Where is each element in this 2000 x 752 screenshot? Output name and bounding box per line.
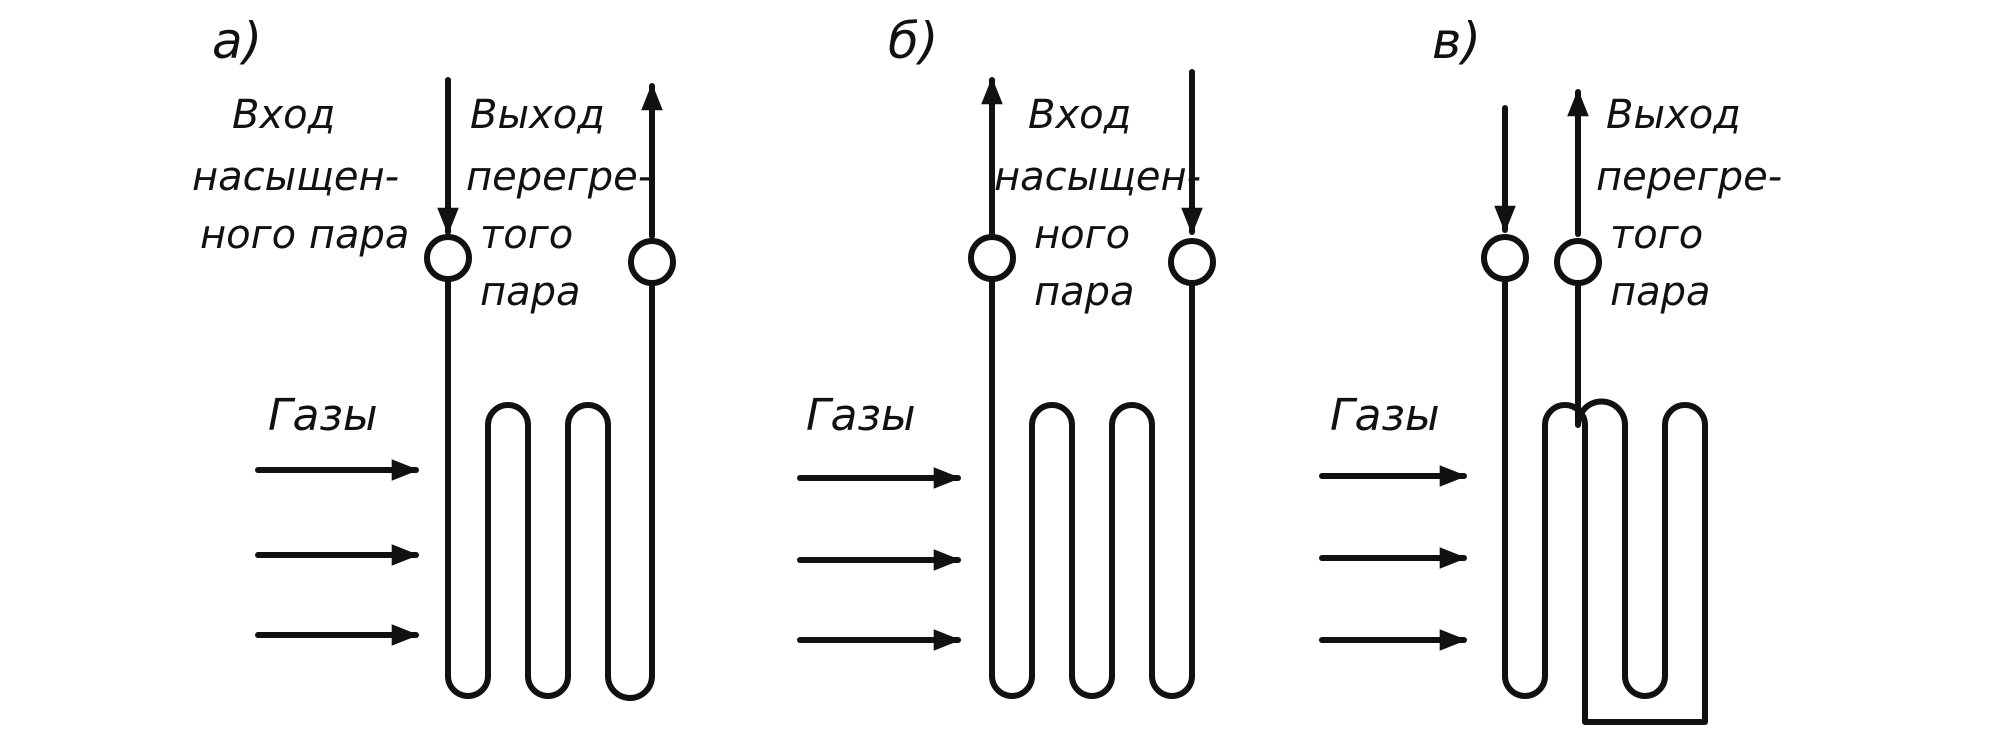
panel-v-outlet-coil <box>1575 282 1708 725</box>
panel-v: в) Выход перегре- того пара Газы <box>1319 12 1782 725</box>
panel-a-label: а) <box>212 12 262 70</box>
panel-a-inlet-line-1: Вход <box>232 92 335 138</box>
panel-b-label: б) <box>888 12 938 70</box>
panel-a: а) Вход насыщен- ного пара Выход перегре… <box>192 12 676 701</box>
panel-v-outlet-line-2: перегре- <box>1596 154 1782 200</box>
panel-a-outlet-line-3: того <box>480 212 573 258</box>
panel-v-outlet-line-1: Выход <box>1606 92 1741 138</box>
panel-v-outlet-line-4: пара <box>1610 269 1711 315</box>
panel-b-inlet-line-3: ного <box>1034 212 1130 258</box>
panel-a-outlet-line-4: пара <box>480 269 581 315</box>
panel-a-inlet-line-2: насыщен- <box>192 154 399 200</box>
panel-v-inlet-header <box>1481 234 1529 282</box>
panel-b-inlet-line-2: насыщен- <box>994 154 1201 200</box>
panel-a-gas-label: Газы <box>268 390 378 441</box>
panel-v-inlet-coil <box>1502 277 1588 703</box>
panel-v-outlet-line-3: того <box>1610 212 1703 258</box>
panel-b-coil <box>989 277 1195 699</box>
panel-b-outlet-header <box>968 234 1016 282</box>
panel-a-inlet-header <box>424 234 472 282</box>
panel-a-inlet-line-3: ного пара <box>200 212 409 258</box>
panel-a-coil <box>445 277 655 701</box>
panel-b-inlet-header <box>1168 238 1216 286</box>
panel-b: б) Вход насыщен- ного пара Газы <box>797 12 1216 699</box>
panel-b-inlet-line-4: пара <box>1034 269 1135 315</box>
panel-a-outlet-line-1: Выход <box>470 92 605 138</box>
panel-a-outlet-line-2: перегре- <box>466 154 652 200</box>
panel-b-gas-label: Газы <box>806 390 916 441</box>
panel-a-outlet-header <box>628 238 676 286</box>
panel-b-inlet-line-1: Вход <box>1028 92 1131 138</box>
panel-v-label: в) <box>1432 12 1481 70</box>
panel-v-gas-label: Газы <box>1330 390 1440 441</box>
panel-v-outlet-header <box>1554 238 1602 286</box>
